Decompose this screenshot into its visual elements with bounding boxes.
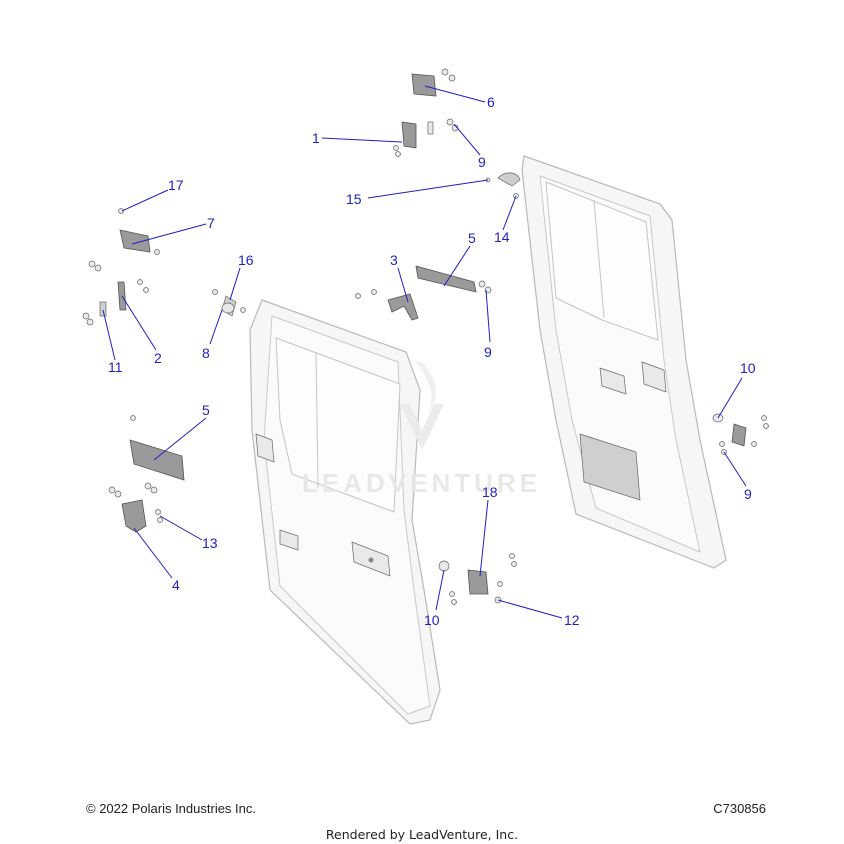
callout-2[interactable]: 2	[154, 350, 162, 366]
watermark: LEADVENTURE	[302, 360, 541, 498]
callout-6[interactable]: 6	[487, 94, 495, 110]
callout-16[interactable]: 16	[238, 252, 254, 268]
leader-lines	[102, 85, 747, 619]
callout-18[interactable]: 18	[482, 484, 498, 500]
callout-10[interactable]: 10	[424, 612, 440, 628]
callout-9[interactable]: 9	[484, 344, 492, 360]
callout-15[interactable]: 15	[346, 191, 362, 207]
callout-10[interactable]: 10	[740, 360, 756, 376]
callout-8[interactable]: 8	[202, 345, 210, 361]
callout-3[interactable]: 3	[390, 252, 398, 268]
callout-9[interactable]: 9	[478, 154, 486, 170]
callout-4[interactable]: 4	[172, 577, 180, 593]
callout-5[interactable]: 5	[202, 402, 210, 418]
callout-labels: 6 1 9 17 15 7 14 16 3 5 2 8 9 11 10 5 9 …	[108, 94, 756, 628]
callout-7[interactable]: 7	[207, 215, 215, 231]
rear-door	[521, 155, 727, 569]
callout-11[interactable]: 11	[108, 359, 123, 375]
front-door	[249, 299, 441, 725]
callout-9[interactable]: 9	[744, 486, 752, 502]
callout-12[interactable]: 12	[564, 612, 580, 628]
watermark-text: LEADVENTURE	[302, 468, 541, 498]
callout-13[interactable]: 13	[202, 535, 218, 551]
rendered-by-text: Rendered by LeadVenture, Inc.	[325, 827, 519, 842]
callout-17[interactable]: 17	[168, 177, 184, 193]
copyright-text: © 2022 Polaris Industries Inc.	[86, 801, 256, 816]
callout-14[interactable]: 14	[494, 229, 510, 245]
callout-5[interactable]: 5	[468, 230, 476, 246]
callout-1[interactable]: 1	[312, 130, 320, 146]
diagram-id: C730856	[713, 801, 766, 816]
